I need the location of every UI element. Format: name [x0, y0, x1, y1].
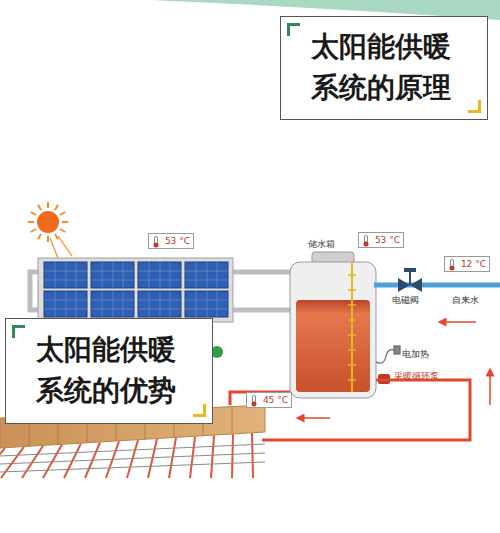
sun-ray: [55, 234, 58, 239]
solar-cell: [185, 262, 228, 288]
electric-heater: [376, 346, 400, 363]
thermometer-box: 53 °C: [358, 232, 404, 248]
thermometer-icon: [250, 395, 258, 407]
floor-grid: [0, 453, 265, 464]
sun-ray: [47, 202, 49, 208]
sensor-tick: [348, 304, 356, 306]
thermometer-icon: [152, 236, 160, 248]
inlet-label: 自来水: [452, 296, 479, 306]
sun-ray: [31, 212, 36, 215]
floor-pipe: [232, 434, 233, 478]
sun-ray: [62, 221, 68, 223]
corner-bracket: [12, 325, 25, 338]
sensor-tick: [348, 379, 356, 381]
heating-pipe-loop: [230, 322, 490, 440]
heading-text: 太阳能供暖系统的原理: [311, 27, 457, 108]
solar-cell: [91, 291, 134, 317]
floor-pipe: [252, 433, 253, 478]
floor-grid: [0, 462, 265, 472]
floor-pipe: [190, 437, 195, 478]
sensor-tick: [348, 289, 356, 291]
temperature-reading: 45 °C: [263, 396, 288, 405]
tank-label: 储水箱: [308, 238, 335, 251]
thermometer-box: 45 °C: [246, 392, 292, 408]
plank-seam: [232, 407, 233, 434]
solar-cell: [138, 262, 181, 288]
valve-label: 电磁阀: [392, 296, 419, 306]
temperature-reading: 53 °C: [165, 237, 190, 246]
solar-cell: [185, 291, 228, 317]
thermometer-icon: [362, 235, 370, 247]
floor-pipe: [1, 447, 24, 478]
thermometer-box: 53 °C: [148, 233, 194, 249]
sun-ray: [60, 229, 65, 232]
sun: [28, 202, 72, 258]
floor-pipe: [169, 438, 176, 478]
sun-ray: [47, 236, 49, 242]
sensor-tick: [348, 334, 356, 336]
sun-ray: [60, 212, 65, 215]
sun-ray: [38, 234, 41, 239]
temperature-reading: 12 °C: [461, 260, 486, 269]
sensor-tick: [348, 364, 356, 366]
sun-ray: [55, 205, 58, 210]
thermometer-icon: [448, 259, 456, 271]
sensor-tick: [348, 274, 356, 276]
floor-pipe: [211, 435, 214, 478]
storage-tank: [290, 252, 376, 398]
corner-bracket: [468, 100, 481, 113]
heater-label: 电加热: [402, 350, 429, 360]
sensor-tick: [348, 349, 356, 351]
corner-bracket: [287, 23, 300, 36]
sun-ray: [31, 229, 36, 232]
floor-pipe: [148, 439, 157, 478]
thermometer-box: 12 °C: [444, 256, 490, 272]
sun-ray: [28, 221, 34, 223]
heading-text: 太阳能供暖系统的优势: [36, 330, 182, 411]
solar-cell: [91, 262, 134, 288]
solar-cell: [44, 291, 87, 317]
pump-label: 采暖循环泵: [394, 372, 439, 382]
temperature-reading: 53 °C: [375, 236, 400, 245]
sensor-tick: [348, 319, 356, 321]
solar-cell: [138, 291, 181, 317]
solar-panel-array: [30, 258, 292, 322]
heading-panel: 太阳能供暖系统的优势: [5, 318, 213, 424]
heading-panel: 太阳能供暖系统的原理: [280, 16, 488, 120]
corner-bracket: [193, 404, 206, 417]
solar-cell: [44, 262, 87, 288]
sun-ray: [38, 205, 41, 210]
tank-box: 储水箱: [290, 238, 378, 398]
